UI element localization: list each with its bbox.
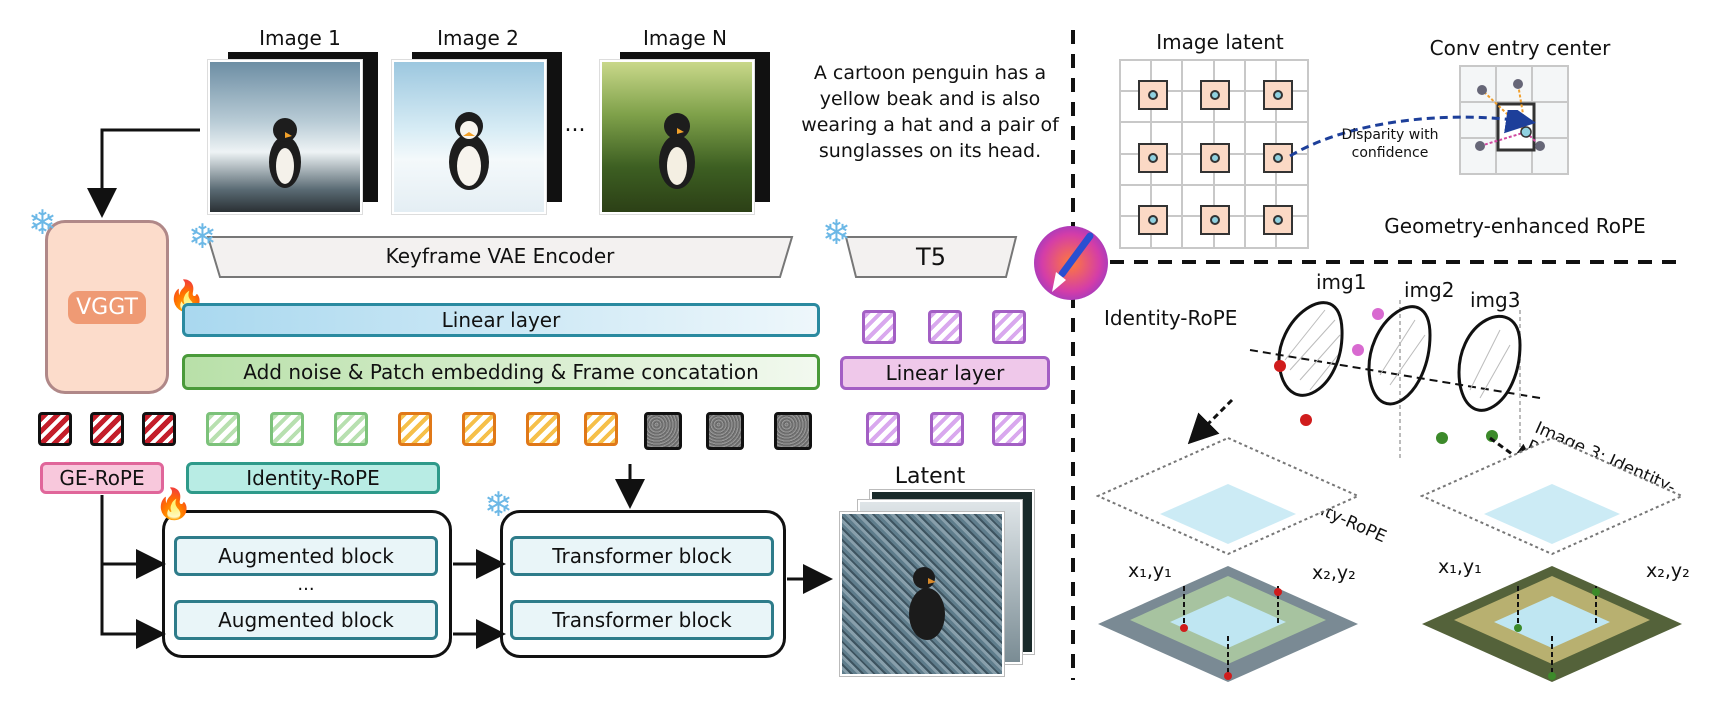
img2-label: img2 [1404,278,1455,302]
coord-x2y2-image3: x₂,y₂ [1646,560,1690,582]
latent-cell [1200,80,1230,110]
latent-front [840,512,1004,676]
brush-logo-icon [1034,226,1108,300]
keyframe-vae-encoder [206,236,794,278]
geometry-enhanced-rope-title: Geometry-enhanced RoPE [1384,214,1646,238]
latent-cell [1263,205,1293,235]
noise-token [774,412,812,450]
trainable-fire-icon: 🔥 [155,487,193,522]
frozen-icon: ❄ [484,485,513,525]
augmented-block-2: Augmented block [174,600,438,640]
noise-patch-embedding: Add noise & Patch embedding & Frame conc… [182,354,820,390]
coord-x2y2-image1: x₂,y₂ [1312,562,1356,584]
img1-label: img1 [1316,270,1367,294]
latent-cell [1138,80,1168,110]
latent-cell [1138,205,1168,235]
latent-cell [1263,143,1293,173]
linear-layer-main-label: Linear layer [441,308,561,332]
latent-cell [1263,80,1293,110]
geometry-token [142,412,176,446]
frozen-icon: ❄ [28,203,57,243]
coord-x1y1-image3: x₁,y₁ [1438,556,1482,578]
image-1-label: Image 1 [259,26,341,50]
text-token [862,310,896,344]
image-n-label: Image N [643,26,727,50]
noise-token [706,412,744,450]
disparity-arrow [1289,110,1536,158]
text-token [930,412,964,446]
t5-label: T5 [916,243,946,271]
flow-arrows [87,128,833,649]
text-token [992,412,1026,446]
geometry-token [90,412,124,446]
images-ellipsis: ... [564,112,586,137]
input-image-2 [392,52,572,220]
linear-layer-text: Linear layer [840,356,1050,390]
disparity-label: Disparity with confidence [1330,126,1450,162]
latent-label: Latent [894,464,966,489]
frame-token [398,412,432,446]
img3-label: img3 [1470,288,1521,312]
identity-rope-box: Identity-RoPE [186,462,440,494]
vggt-module: VGGT [45,220,169,394]
transformer-block-2-label: Transformer block [552,608,732,632]
text-token [866,412,900,446]
vggt-label: VGGT [68,290,146,324]
augmented-ellipsis: ... [297,574,315,595]
ge-rope-box: GE-RoPE [40,462,164,494]
augmented-block-1: Augmented block [174,536,438,576]
linear-layer-main: Linear layer [182,303,820,337]
identity-rope-helix [1249,300,1541,460]
linear-layer-text-label: Linear layer [885,361,1005,385]
image1-projection-grid [1096,436,1360,682]
identity-rope-title: Identity-RoPE [1104,306,1238,330]
input-image-1 [208,52,388,220]
latent-cell [1138,143,1168,173]
text-prompt: A cartoon penguin has a yellow beak and … [801,62,1059,162]
transformer-blocks-container [500,510,786,658]
frame-token [334,412,368,446]
frame-token [462,412,496,446]
noise-token [644,412,682,450]
frozen-icon: ❄ [188,217,217,257]
keyframe-vae-encoder-label: Keyframe VAE Encoder [385,244,615,268]
frame-token [584,412,618,446]
text-token [928,310,962,344]
identity-rope-label: Identity-RoPE [246,466,380,490]
transformer-block-2: Transformer block [510,600,774,640]
frame-token [526,412,560,446]
augmented-block-1-label: Augmented block [218,544,394,568]
transformer-block-1: Transformer block [510,536,774,576]
latent-cell [1200,205,1230,235]
latent-cell [1200,143,1230,173]
disparity-label-line-2: confidence [1351,145,1429,161]
augmented-block-2-label: Augmented block [218,608,394,632]
ge-rope-label: GE-RoPE [59,466,145,490]
geometry-token [38,412,72,446]
image-2-label: Image 2 [437,26,519,50]
frozen-icon: ❄ [822,213,851,253]
input-image-n [600,52,780,220]
frame-token [270,412,304,446]
transformer-block-1-label: Transformer block [552,544,732,568]
augmented-blocks-container [162,510,452,658]
image-latent-title: Image latent [1156,30,1284,54]
disparity-label-line-1: Disparity with [1341,127,1439,143]
image3-projection-grid [1420,436,1684,682]
conv-entry-center-title: Conv entry center [1429,36,1611,60]
text-token [992,310,1026,344]
t5-encoder [844,236,1018,278]
frame-token [206,412,240,446]
noise-patch-label: Add noise & Patch embedding & Frame conc… [243,360,759,384]
coord-x1y1-image1: x₁,y₁ [1128,560,1172,582]
